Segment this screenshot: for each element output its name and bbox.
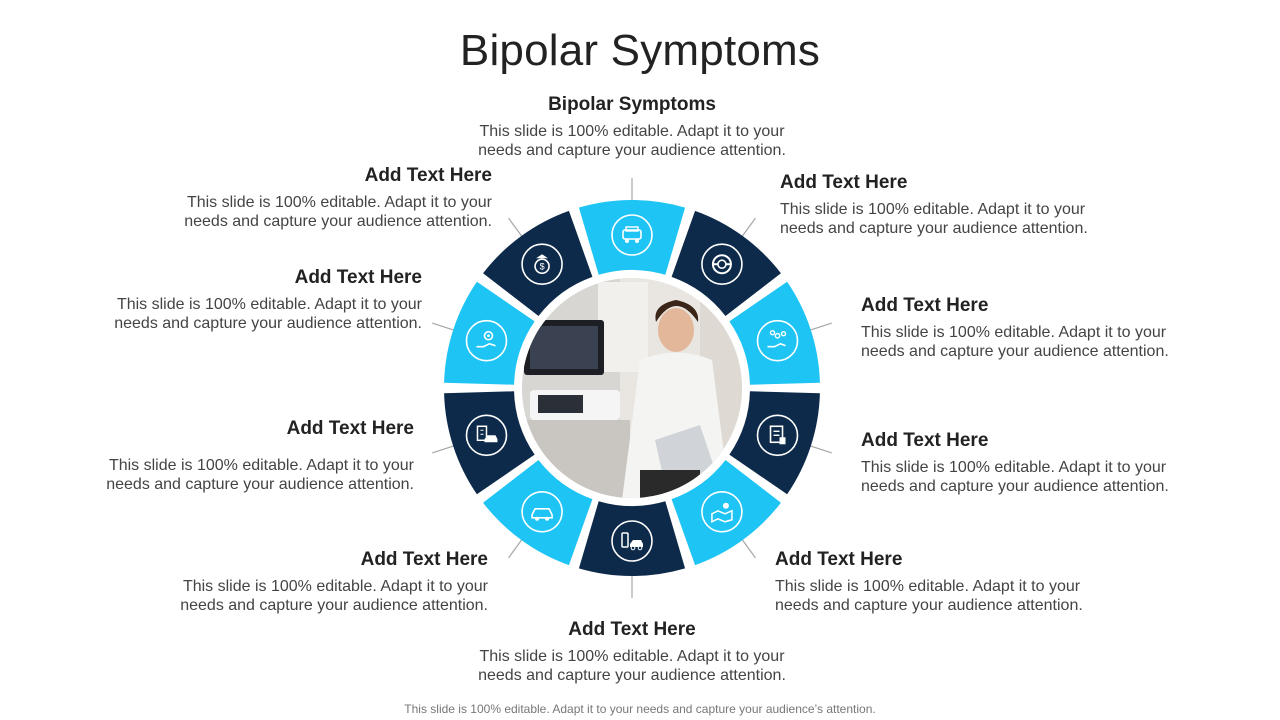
ring-segment-left-lower <box>444 391 535 495</box>
block-heading: Add Text Here <box>780 172 908 193</box>
connector-top-right <box>739 217 756 240</box>
block-heading: Add Text Here <box>861 430 989 451</box>
hand-settings-icon <box>465 319 508 362</box>
connector-bottom-right <box>739 536 756 559</box>
block-description: This slide is 100% editable. Adapt it to… <box>861 324 1169 360</box>
center-photo <box>516 272 748 504</box>
ring-segment-bottom <box>578 501 686 577</box>
block-heading: Add Text Here <box>294 267 422 288</box>
block-description: This slide is 100% editable. Adapt it to… <box>114 296 422 332</box>
ring-segment-top <box>578 200 686 275</box>
connector-right-lower <box>806 444 832 454</box>
block-heading: Bipolar Symptoms <box>548 94 716 115</box>
block-heading: Add Text Here <box>861 295 989 316</box>
lifebuoy-icon <box>701 243 743 286</box>
connector-left-upper <box>432 322 458 332</box>
ev-charging-icon <box>611 520 653 562</box>
block-description: This slide is 100% editable. Adapt it to… <box>180 578 488 614</box>
hand-network-icon <box>756 319 799 362</box>
block-description: This slide is 100% editable. Adapt it to… <box>478 123 786 159</box>
page-title: Bipolar Symptoms <box>459 26 821 75</box>
ring-segment-bottom-left <box>483 459 593 566</box>
document-icon <box>756 414 799 457</box>
block-description: This slide is 100% editable. Adapt it to… <box>478 648 786 684</box>
block-heading: Add Text Here <box>568 619 696 640</box>
car-icon <box>521 490 563 533</box>
block-description: This slide is 100% editable. Adapt it to… <box>106 457 414 493</box>
block-description: This slide is 100% editable. Adapt it to… <box>775 578 1083 614</box>
footer-note: This slide is 100% editable. Adapt it to… <box>404 702 876 716</box>
block-description: This slide is 100% editable. Adapt it to… <box>861 459 1169 495</box>
money-bag-icon: $ <box>521 243 563 286</box>
ring-segment-top-left <box>483 210 593 317</box>
connector-right-upper <box>806 322 832 332</box>
block-heading: Add Text Here <box>286 418 414 439</box>
segment-ring: $ <box>444 200 820 577</box>
connector-top-left <box>508 217 525 240</box>
block-heading: Add Text Here <box>364 165 492 186</box>
ring-segment-left-upper <box>444 281 535 385</box>
connector-bottom-left <box>508 536 525 559</box>
block-heading: Add Text Here <box>360 549 488 570</box>
connector-left-lower <box>432 444 458 454</box>
van-icon <box>611 214 653 256</box>
block-heading: Add Text Here <box>775 549 903 570</box>
map-pin-icon <box>701 490 743 533</box>
block-description: This slide is 100% editable. Adapt it to… <box>184 194 492 230</box>
building-car-icon <box>465 414 508 457</box>
block-description: This slide is 100% editable. Adapt it to… <box>780 201 1088 237</box>
svg-text:$: $ <box>540 262 545 272</box>
